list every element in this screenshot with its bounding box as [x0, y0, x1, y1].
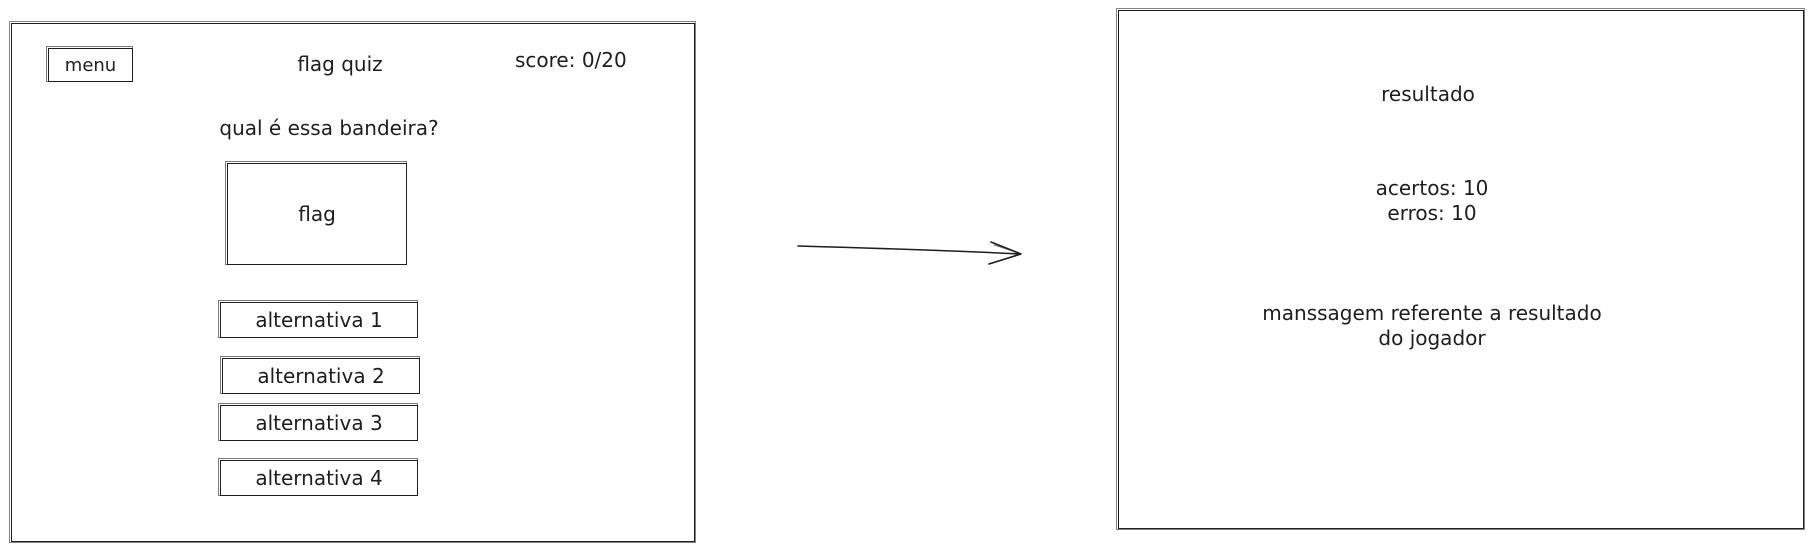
alternative-2-label: alternativa 2: [257, 364, 385, 388]
alternative-3-button[interactable]: alternativa 3: [218, 403, 418, 441]
misses-count: erros: 10: [1387, 201, 1477, 225]
menu-button[interactable]: menu: [46, 46, 133, 82]
result-title: resultado: [1381, 82, 1475, 106]
transition-arrow-icon: [797, 241, 1022, 265]
result-message-line-1: manssagem referente a resultado: [1262, 301, 1602, 325]
quiz-title: flag quiz: [297, 52, 383, 76]
hits-count: acertos: 10: [1375, 176, 1489, 200]
alternative-3-label: alternativa 3: [255, 411, 383, 435]
question-text: qual é essa bandeira?: [219, 116, 439, 140]
alternative-4-button[interactable]: alternativa 4: [218, 458, 418, 496]
menu-button-label: menu: [64, 54, 117, 76]
alternative-4-label: alternativa 4: [255, 466, 383, 490]
flag-placeholder-label: flag: [298, 202, 336, 226]
score-display: score: 0/20: [515, 48, 627, 72]
result-message-line-2: do jogador: [1378, 326, 1486, 350]
alternative-1-button[interactable]: alternativa 1: [218, 300, 418, 338]
flag-image-placeholder: flag: [225, 161, 407, 265]
alternative-2-button[interactable]: alternativa 2: [220, 356, 420, 394]
alternative-1-label: alternativa 1: [255, 308, 383, 332]
